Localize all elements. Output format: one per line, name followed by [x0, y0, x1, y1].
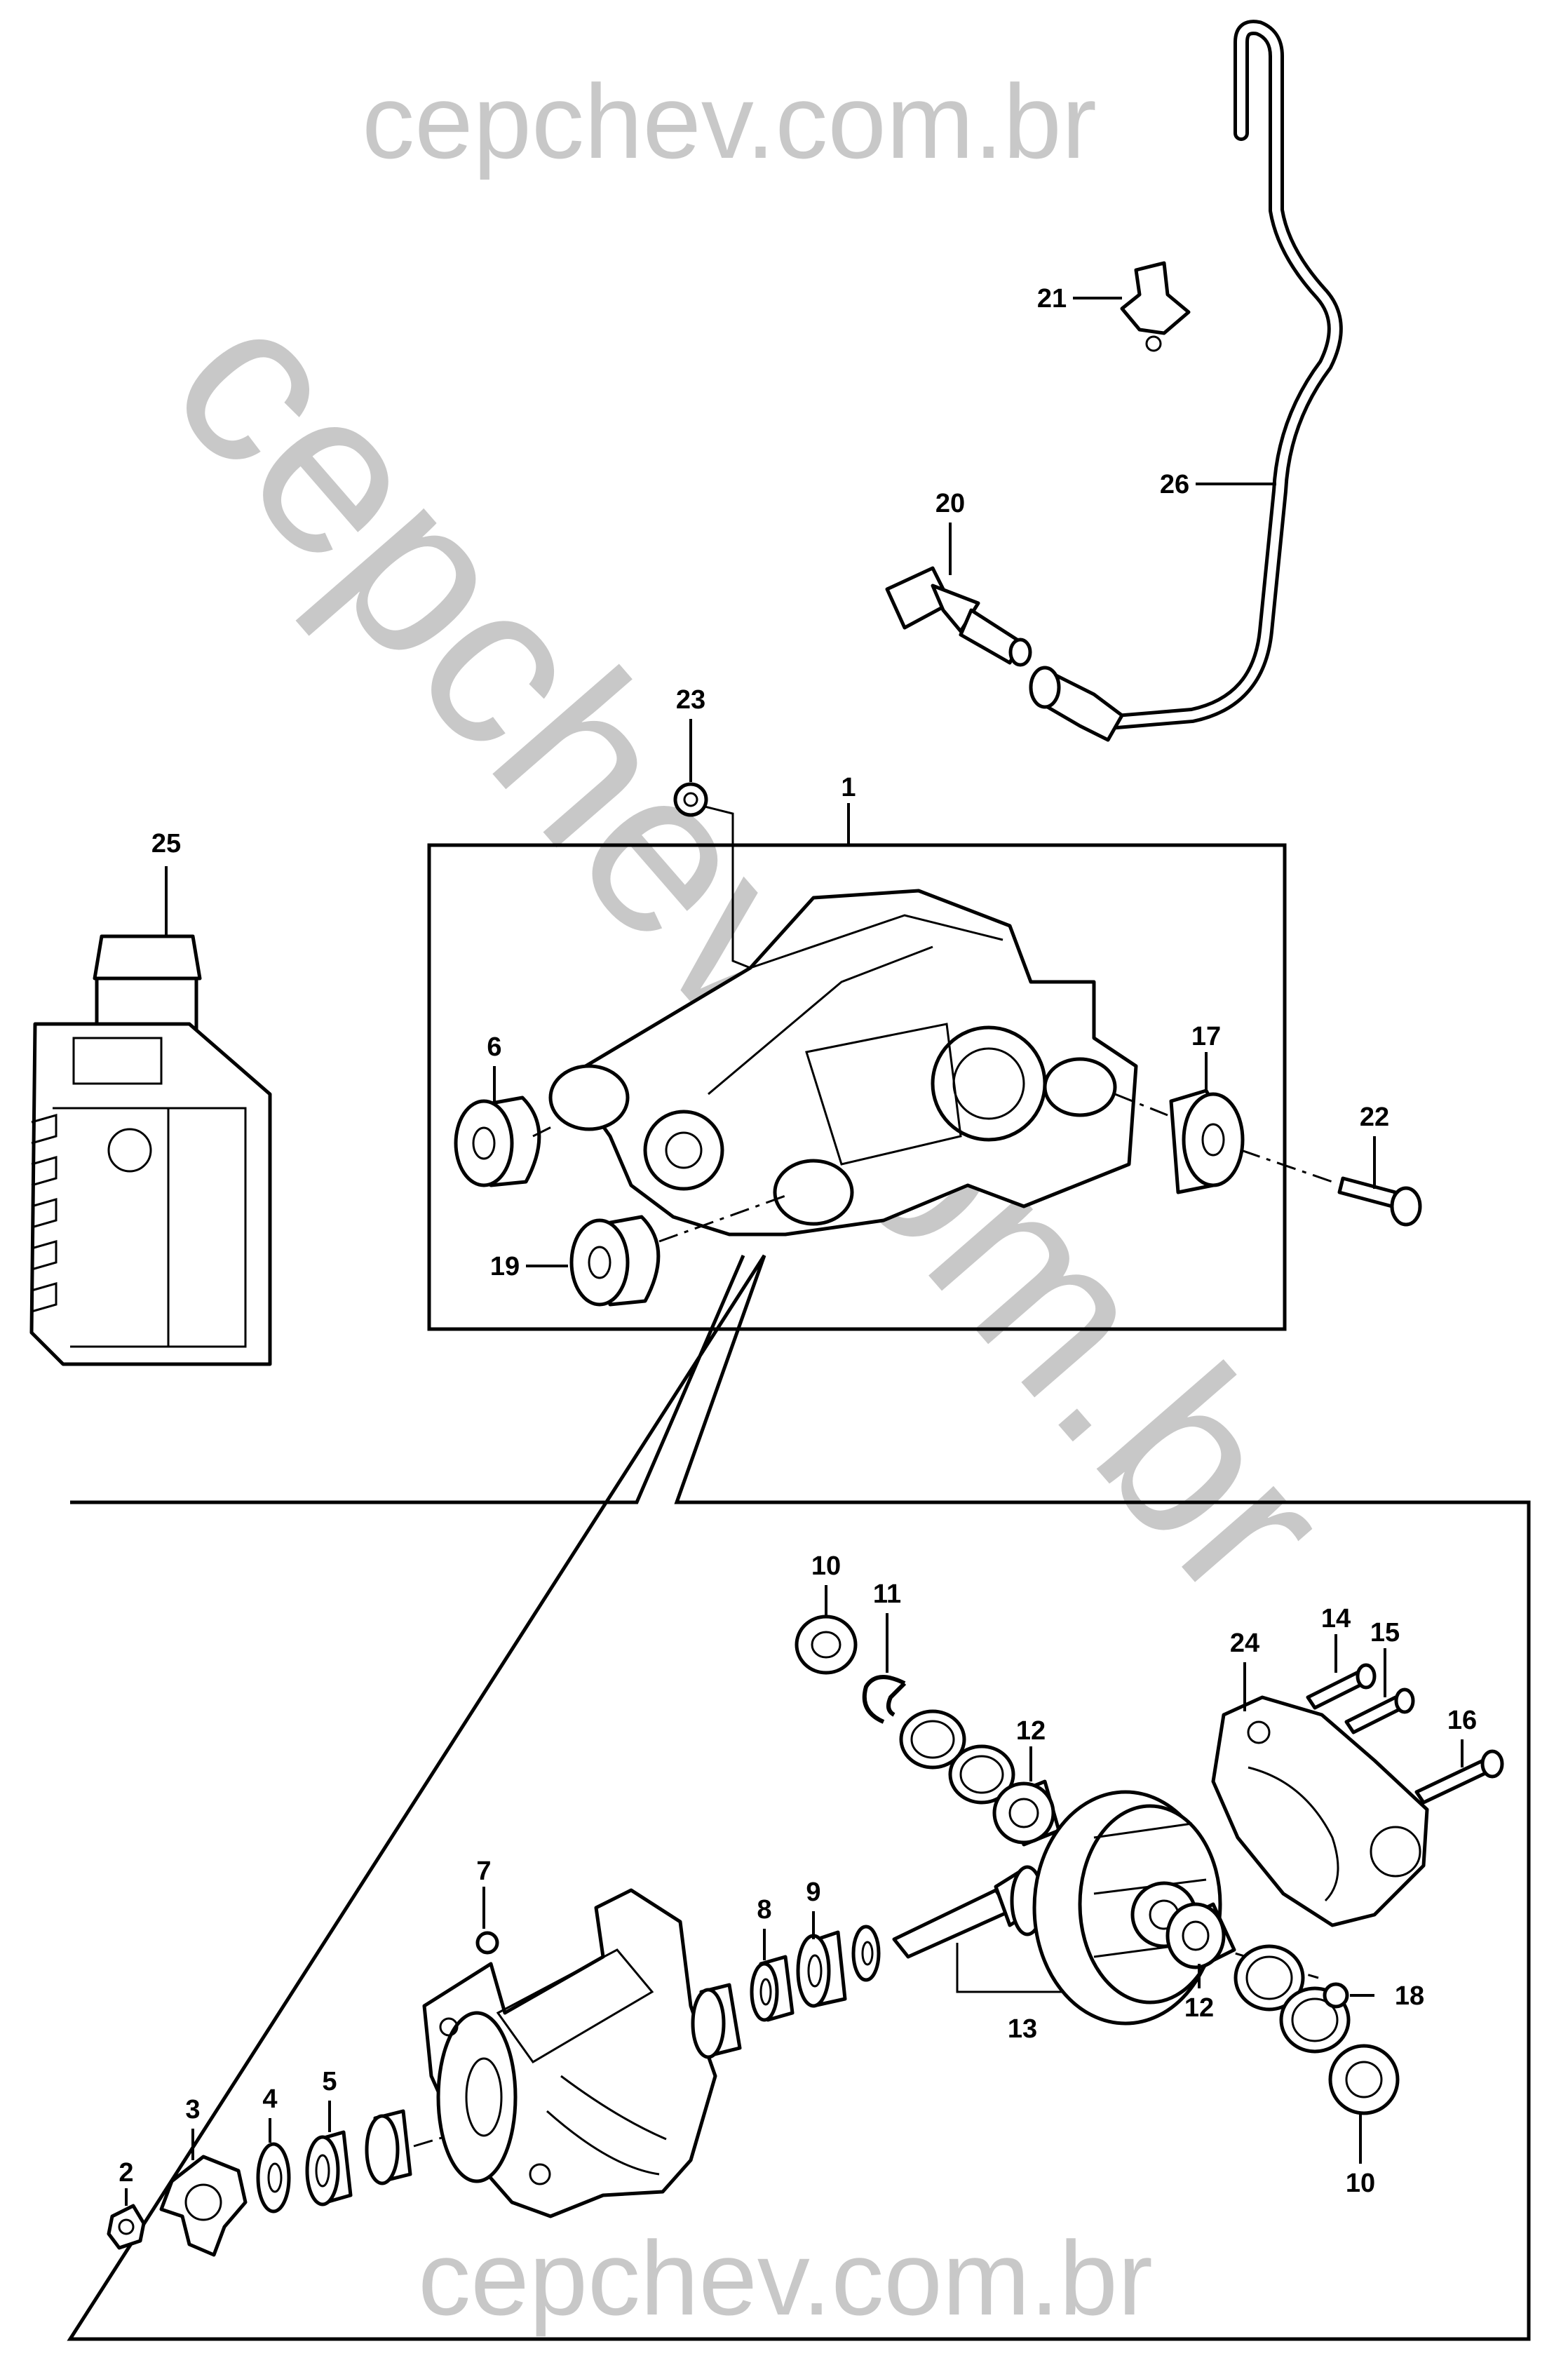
upper-assembly-frame	[427, 843, 1287, 1331]
plug-18-part	[1323, 1982, 1349, 2009]
callout-16: 16	[1447, 1706, 1477, 1735]
callout-24: 24	[1230, 1629, 1259, 1658]
callout-14: 14	[1321, 1604, 1351, 1633]
bearing-9-part	[796, 1930, 847, 2008]
ring-c-part	[1234, 1944, 1305, 2012]
callout-12b: 12	[1184, 1993, 1214, 2023]
vent-fitting-20-part	[885, 566, 1032, 667]
callout-10b: 10	[1346, 2169, 1375, 2198]
callout-11: 11	[873, 1579, 901, 1609]
bearing-5-part	[305, 2130, 353, 2206]
callout-21: 21	[1037, 284, 1067, 314]
nut-23-part	[673, 782, 708, 817]
callout-6: 6	[487, 1032, 501, 1062]
bearing-12-upper-part	[992, 1779, 1061, 1847]
callout-18: 18	[1395, 1981, 1424, 2011]
watermark-top: cepchev.com.br	[362, 62, 1097, 180]
ring-b-part	[948, 1744, 1015, 1805]
callout-3: 3	[185, 2095, 200, 2124]
pinion-shaft-13-part	[892, 1865, 1045, 1959]
bolt-15-part	[1344, 1687, 1415, 1734]
ring-a-part	[899, 1709, 966, 1770]
callout-7: 7	[476, 1857, 491, 1886]
clip-21-part	[1120, 261, 1191, 352]
callout-26: 26	[1160, 470, 1189, 499]
callout-10a: 10	[811, 1551, 841, 1581]
race-part	[365, 2109, 412, 2185]
bushing-17-part	[1169, 1089, 1245, 1194]
shim-ring-part	[851, 1925, 881, 1982]
washer-4-part	[256, 2142, 291, 2214]
breather-tube-26-part	[1100, 20, 1343, 730]
lower-detail-frame	[67, 1254, 1531, 2341]
race-b-part	[691, 1983, 742, 2059]
callout-25: 25	[151, 829, 181, 858]
callout-4: 4	[262, 2084, 277, 2114]
oil-bottle-part	[29, 934, 272, 1366]
bearing-12-lower-part	[1165, 1902, 1236, 1969]
seal-10-lower-part	[1328, 2044, 1400, 2115]
ring-gear-part	[1032, 1790, 1222, 2026]
bolt-22-part	[1337, 1176, 1422, 1227]
bolt-16-part	[1414, 1749, 1504, 1805]
watermark-diagonal: cepchev.com.br	[123, 255, 1380, 1646]
watermark-bottom: cepchev.com.br	[418, 2219, 1153, 2337]
callout-19: 19	[490, 1252, 520, 1281]
bushing-6-part	[454, 1096, 541, 1187]
cover-24-part	[1211, 1695, 1429, 1927]
callout-2: 2	[119, 2158, 133, 2188]
callout-13: 13	[1008, 2014, 1037, 2044]
bushing-19-part	[569, 1215, 661, 1307]
callout-22: 22	[1360, 1103, 1389, 1132]
snap-ring-11-part	[862, 1675, 907, 1724]
tube-end-fitting	[1029, 666, 1124, 742]
bearing-8-part	[750, 1955, 795, 2022]
callout-15: 15	[1370, 1618, 1400, 1648]
differential-housing-part	[548, 889, 1138, 1237]
flange-3-part	[159, 2155, 248, 2257]
callout-20: 20	[935, 489, 965, 518]
nut-2-part	[107, 2204, 146, 2250]
seal-10-upper-part	[795, 1615, 858, 1675]
bolt-14-part	[1306, 1663, 1377, 1710]
callout-17: 17	[1191, 1022, 1221, 1051]
callout-12a: 12	[1016, 1716, 1046, 1746]
callout-1: 1	[841, 773, 856, 802]
callout-23: 23	[676, 685, 705, 715]
carrier-housing-part	[422, 1888, 717, 2218]
callout-8: 8	[757, 1895, 771, 1925]
callout-5: 5	[322, 2067, 337, 2096]
cap-7-part	[475, 1931, 499, 1955]
callout-9: 9	[806, 1878, 820, 1907]
